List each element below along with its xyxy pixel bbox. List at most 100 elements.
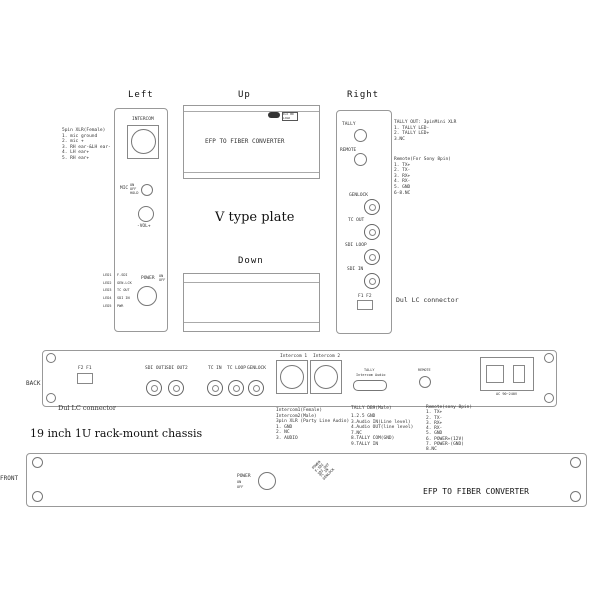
note-line: LED2 bbox=[103, 280, 112, 285]
intercom2-label: Intercom 2 bbox=[313, 354, 341, 359]
sdi-in-bnc bbox=[364, 273, 380, 289]
xlr-5pin-connector bbox=[127, 125, 159, 159]
tc-in-bnc bbox=[207, 380, 223, 396]
note-line: PWR bbox=[117, 303, 124, 308]
remote-sony-pinout-notes: Remote(sony 8pin)1. TX+2. TX-3. RX+4. RX… bbox=[426, 405, 472, 453]
title-down: Down bbox=[238, 256, 264, 266]
note-line: 7. POWER-(GND) bbox=[426, 442, 464, 448]
note-line: 2. TX- bbox=[426, 415, 443, 421]
power-label: POWER bbox=[141, 276, 155, 281]
note-line: TALLY DB9(Male) bbox=[351, 406, 392, 411]
rack-screw-icon bbox=[32, 457, 43, 468]
intercom-label: INTERCOM bbox=[132, 117, 154, 122]
intercom2-xlr bbox=[310, 360, 342, 394]
iec-inlet bbox=[486, 365, 504, 383]
brand-badge: Dul BD LOGO bbox=[282, 112, 298, 121]
back-remote-label: REMOTE bbox=[418, 368, 431, 372]
back-genlock-label: GENLOCK bbox=[247, 366, 266, 371]
lc-fiber-port bbox=[357, 300, 373, 310]
rocker-switch[interactable] bbox=[513, 365, 525, 383]
note-line: 2. TX- bbox=[394, 168, 411, 174]
note-line: 7.NC bbox=[351, 430, 362, 436]
note-line: GEN-LCK bbox=[117, 280, 132, 285]
note-line: 1. TX+ bbox=[394, 162, 411, 168]
rack-screw-icon bbox=[544, 393, 554, 403]
note-line: TALLY OUT: 3pinMini XLR bbox=[394, 120, 457, 125]
decoration bbox=[280, 365, 304, 389]
rack-screw-icon bbox=[570, 491, 581, 502]
front-power-label: POWER bbox=[237, 474, 251, 479]
note-line: LED1 bbox=[103, 273, 112, 277]
note-line: 2. mic + bbox=[62, 139, 84, 145]
note-line: 8.NC bbox=[426, 447, 437, 453]
genlock-label: GENLOCK bbox=[349, 193, 368, 198]
tc-loop-label: TC LOOP bbox=[227, 366, 246, 371]
v-type-plate-label: V type plate bbox=[215, 210, 295, 225]
decoration bbox=[184, 322, 319, 323]
note-line: 5. GND bbox=[426, 431, 443, 437]
back-genlock-bnc bbox=[248, 380, 264, 396]
tc-out-bnc bbox=[364, 224, 380, 240]
power-rating-label: AC 90~240V bbox=[496, 392, 518, 396]
rack-screw-icon bbox=[32, 491, 43, 502]
decoration bbox=[314, 365, 338, 389]
db9-connector bbox=[353, 380, 387, 391]
mic-switch[interactable] bbox=[141, 184, 153, 196]
sdi-loop-label: SDI LOOP bbox=[345, 243, 367, 248]
tally-label: TALLY bbox=[342, 122, 356, 127]
right-panel bbox=[336, 110, 392, 334]
note-line: 3.Audio IN(Line level) bbox=[351, 419, 411, 425]
remote-pinout-notes: Remote(For Sony 8pin)1. TX+2. TX-3. RX+4… bbox=[394, 157, 451, 196]
tc-in-label: TC IN bbox=[208, 366, 222, 371]
rack-screw-icon bbox=[46, 393, 56, 403]
mic-label: MIC bbox=[120, 186, 129, 191]
decoration bbox=[184, 111, 319, 112]
note-line: ON bbox=[130, 183, 135, 187]
note-line: 2. NC bbox=[276, 430, 290, 436]
back-label: BACK bbox=[26, 380, 41, 387]
note-line: 3. AUDIO bbox=[276, 435, 298, 441]
intercom-pinout-notes: Intercom1(Female)Intercom2(Male)3pin XLR… bbox=[276, 408, 349, 442]
note-line: 2. TALLY LED+ bbox=[394, 131, 430, 137]
note-line: Remote(sony 8pin) bbox=[426, 405, 473, 410]
note-line: 4. RX- bbox=[394, 179, 411, 185]
decoration bbox=[184, 282, 319, 283]
title-left: Left bbox=[128, 90, 154, 100]
front-power-button[interactable] bbox=[258, 472, 276, 490]
note-line: Intercom1(Female) bbox=[276, 408, 323, 413]
fiber-port-label: F1 F2 bbox=[358, 294, 372, 299]
rack-screw-icon bbox=[544, 353, 554, 363]
title-right: Right bbox=[347, 90, 380, 100]
note-line: 4. RX- bbox=[426, 426, 443, 432]
note-line: Intercom2(Male) bbox=[276, 413, 317, 419]
power-on-label: ON bbox=[159, 274, 164, 278]
power-button[interactable] bbox=[137, 286, 157, 306]
rack-screw-icon bbox=[46, 353, 56, 363]
sdi-out2-label: SDI OUT2 bbox=[166, 366, 188, 371]
note-line: 3. RX+ bbox=[426, 420, 443, 426]
note-line: HOLD bbox=[130, 191, 139, 195]
note-line: 1. GND bbox=[276, 424, 293, 430]
note-line: 8.TALLY COM(GND) bbox=[351, 436, 395, 442]
note-line: 5. RH ear+ bbox=[62, 155, 90, 161]
note-line: 5. GND bbox=[394, 184, 411, 190]
volume-knob[interactable] bbox=[138, 206, 154, 222]
top-product-label: EFP TO FIBER CONVERTER bbox=[205, 138, 285, 145]
note-line: TC OUT bbox=[117, 288, 130, 293]
sdi-in-label: SDI IN bbox=[347, 267, 364, 272]
decoration bbox=[184, 172, 319, 173]
brand-logo-icon bbox=[268, 112, 280, 118]
note-line: F-SDI bbox=[117, 273, 128, 277]
sdi-out2-bnc bbox=[168, 380, 184, 396]
front-product-label: EFP TO FIBER CONVERTER bbox=[423, 487, 529, 496]
note-line: 9.TALLY IN bbox=[351, 441, 379, 447]
note-line: 1. TX+ bbox=[426, 410, 443, 416]
note-line: LED4 bbox=[103, 296, 112, 301]
note-line: 3pin XLR (Party Line Audio) bbox=[276, 419, 350, 425]
bottom-view bbox=[183, 273, 320, 332]
